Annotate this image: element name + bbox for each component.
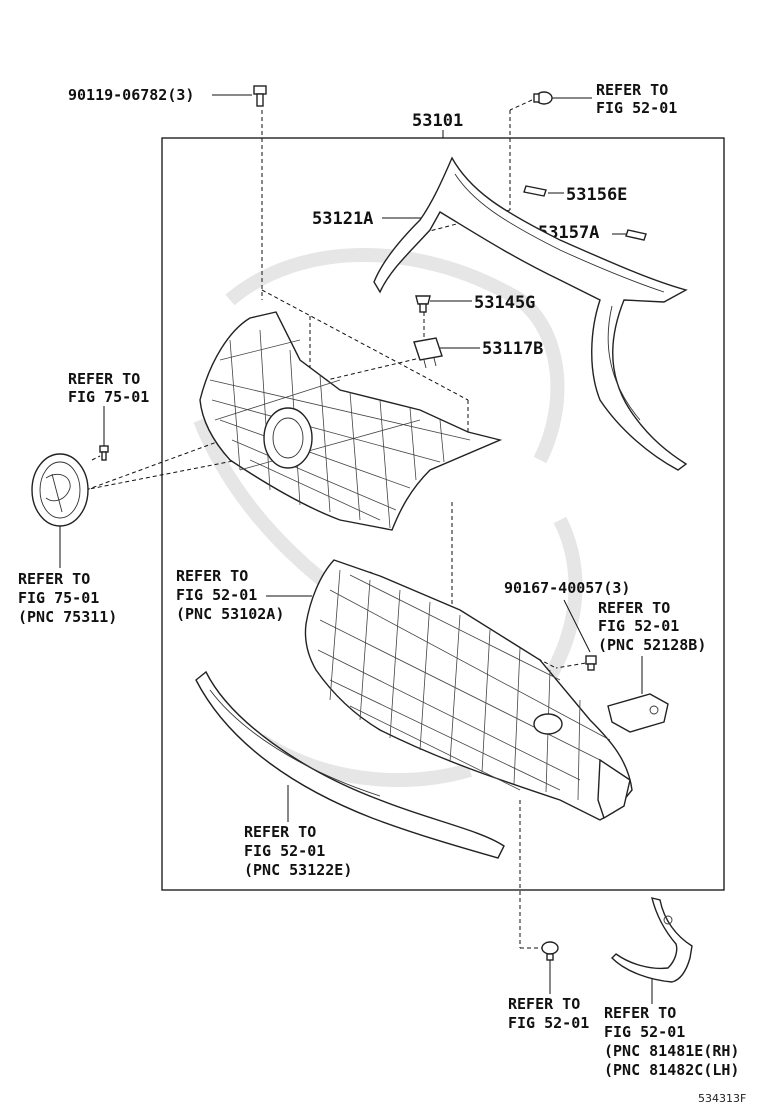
label-53117B: 53117B (482, 339, 543, 359)
lower-grille (304, 559, 633, 821)
screw-icon-emblem (99, 445, 109, 461)
clip-icon-bottom (541, 941, 559, 961)
clip-icon-top-right (533, 91, 553, 105)
label-refer-left-top-1: REFER TO (68, 370, 140, 388)
label-clip-right: 90167-40057(3) (504, 579, 630, 597)
label-refer-bottom-right-4: (PNC 81482C(LH) (604, 1061, 739, 1079)
label-53121A: 53121A (312, 209, 373, 229)
label-refer-mid-1: REFER TO (176, 567, 248, 585)
clip-icon-53145G (415, 295, 431, 313)
label-bolt-top: 90119-06782(3) (68, 86, 194, 104)
molding-piece-53156E (523, 185, 547, 197)
label-53145G: 53145G (474, 293, 535, 313)
label-refer-bottom-mid-2: FIG 52-01 (508, 1014, 589, 1032)
label-refer-left-top-2: FIG 75-01 (68, 388, 149, 406)
label-assembly-53101: 53101 (412, 111, 463, 131)
label-refer-bottom-mid-1: REFER TO (508, 995, 580, 1013)
label-refer-bottom-right-2: FIG 52-01 (604, 1023, 685, 1041)
label-refer-left-bottom-1: REFER TO (18, 570, 90, 588)
label-refer-bottom-right-1: REFER TO (604, 1004, 676, 1022)
molding-piece-53157A (625, 229, 647, 241)
label-refer-right-1: REFER TO (598, 599, 670, 617)
label-refer-lower-3: (PNC 53122E) (244, 861, 352, 879)
label-refer-mid-2: FIG 52-01 (176, 586, 257, 604)
label-refer-top-right-2: FIG 52-01 (596, 99, 677, 117)
label-refer-right-3: (PNC 52128B) (598, 636, 706, 654)
label-refer-top-right-1: REFER TO (596, 81, 668, 99)
lower-molding-53122E (195, 670, 505, 859)
emblem-icon (31, 453, 89, 527)
label-53156E: 53156E (566, 185, 627, 205)
label-refer-bottom-right-3: (PNC 81481E(RH) (604, 1042, 739, 1060)
clip-icon-right (585, 655, 597, 671)
label-refer-right-2: FIG 52-01 (598, 617, 679, 635)
bracket-icon-53117B (413, 337, 443, 369)
label-refer-left-bottom-3: (PNC 75311) (18, 608, 117, 626)
label-refer-lower-2: FIG 52-01 (244, 842, 325, 860)
upper-grille (199, 311, 503, 531)
fog-lamp-trim-icon (611, 897, 693, 983)
figure-id: 534313F (698, 1092, 746, 1105)
upper-molding-53121A (373, 156, 688, 471)
bracket-icon-52128B (607, 693, 669, 733)
label-refer-left-bottom-2: FIG 75-01 (18, 589, 99, 607)
bolt-icon-top (253, 85, 267, 107)
label-refer-mid-3: (PNC 53102A) (176, 605, 284, 623)
label-refer-lower-1: REFER TO (244, 823, 316, 841)
